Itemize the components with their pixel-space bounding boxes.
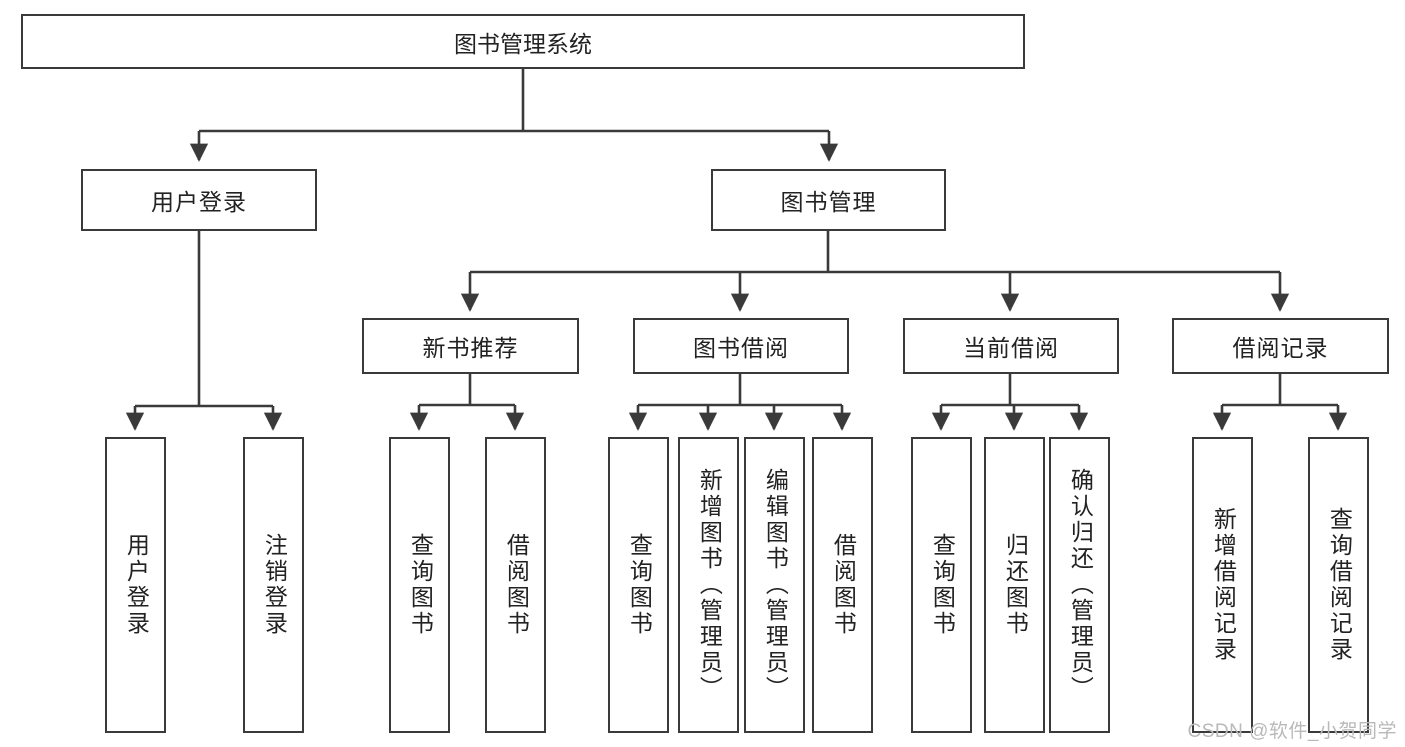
- node-root[interactable]: 图书管理系统: [21, 14, 1025, 69]
- node-new-book-recommend-label: 新书推荐: [422, 335, 519, 361]
- node-leaf-query-book-2-label: 查询图书: [626, 533, 653, 637]
- node-leaf-user-login[interactable]: 用户登录: [105, 437, 166, 733]
- node-root-label: 图书管理系统: [454, 30, 592, 57]
- node-leaf-edit-book-label: 编辑图书（管理员）: [762, 468, 789, 702]
- node-leaf-user-login-label: 用户登录: [123, 533, 150, 637]
- node-leaf-logout-label: 注销登录: [261, 533, 288, 637]
- node-leaf-query-book-3-label: 查询图书: [929, 533, 956, 637]
- node-leaf-query-book-3[interactable]: 查询图书: [911, 437, 972, 733]
- node-leaf-query-record[interactable]: 查询借阅记录: [1308, 437, 1369, 733]
- node-leaf-edit-book[interactable]: 编辑图书（管理员）: [744, 437, 805, 733]
- node-leaf-query-book-1-label: 查询图书: [407, 533, 434, 637]
- node-user-login[interactable]: 用户登录: [81, 169, 317, 231]
- node-leaf-query-record-label: 查询借阅记录: [1326, 507, 1353, 663]
- node-book-manage-label: 图书管理: [780, 189, 877, 215]
- node-leaf-add-book[interactable]: 新增图书（管理员）: [678, 437, 739, 733]
- node-new-book-recommend[interactable]: 新书推荐: [362, 318, 579, 374]
- node-leaf-add-record-label: 新增借阅记录: [1210, 507, 1237, 663]
- node-user-login-label: 用户登录: [151, 189, 247, 215]
- node-current-borrow-label: 当前借阅: [963, 335, 1059, 361]
- node-leaf-add-book-label: 新增图书（管理员）: [696, 468, 723, 702]
- node-leaf-query-book-2[interactable]: 查询图书: [608, 437, 669, 733]
- node-leaf-borrow-book-1[interactable]: 借阅图书: [485, 437, 546, 733]
- node-book-borrow[interactable]: 图书借阅: [633, 318, 849, 374]
- node-leaf-borrow-book-2-label: 借阅图书: [830, 533, 857, 637]
- node-leaf-add-record[interactable]: 新增借阅记录: [1192, 437, 1253, 733]
- node-leaf-return-book[interactable]: 归还图书: [984, 437, 1045, 733]
- node-leaf-query-book-1[interactable]: 查询图书: [389, 437, 450, 733]
- node-leaf-return-book-label: 归还图书: [1002, 533, 1029, 637]
- node-leaf-logout[interactable]: 注销登录: [243, 437, 304, 733]
- node-book-manage[interactable]: 图书管理: [711, 169, 946, 231]
- node-borrow-record[interactable]: 借阅记录: [1172, 318, 1389, 374]
- node-leaf-confirm-return[interactable]: 确认归还（管理员）: [1049, 437, 1110, 733]
- watermark-text: CSDN @软件_小贺同学: [1187, 721, 1397, 742]
- node-borrow-record-label: 借阅记录: [1232, 335, 1329, 361]
- node-current-borrow[interactable]: 当前借阅: [903, 318, 1119, 374]
- node-book-borrow-label: 图书借阅: [693, 335, 789, 361]
- node-leaf-confirm-return-label: 确认归还（管理员）: [1067, 468, 1094, 702]
- node-leaf-borrow-book-2[interactable]: 借阅图书: [812, 437, 873, 733]
- node-leaf-borrow-book-1-label: 借阅图书: [503, 533, 530, 637]
